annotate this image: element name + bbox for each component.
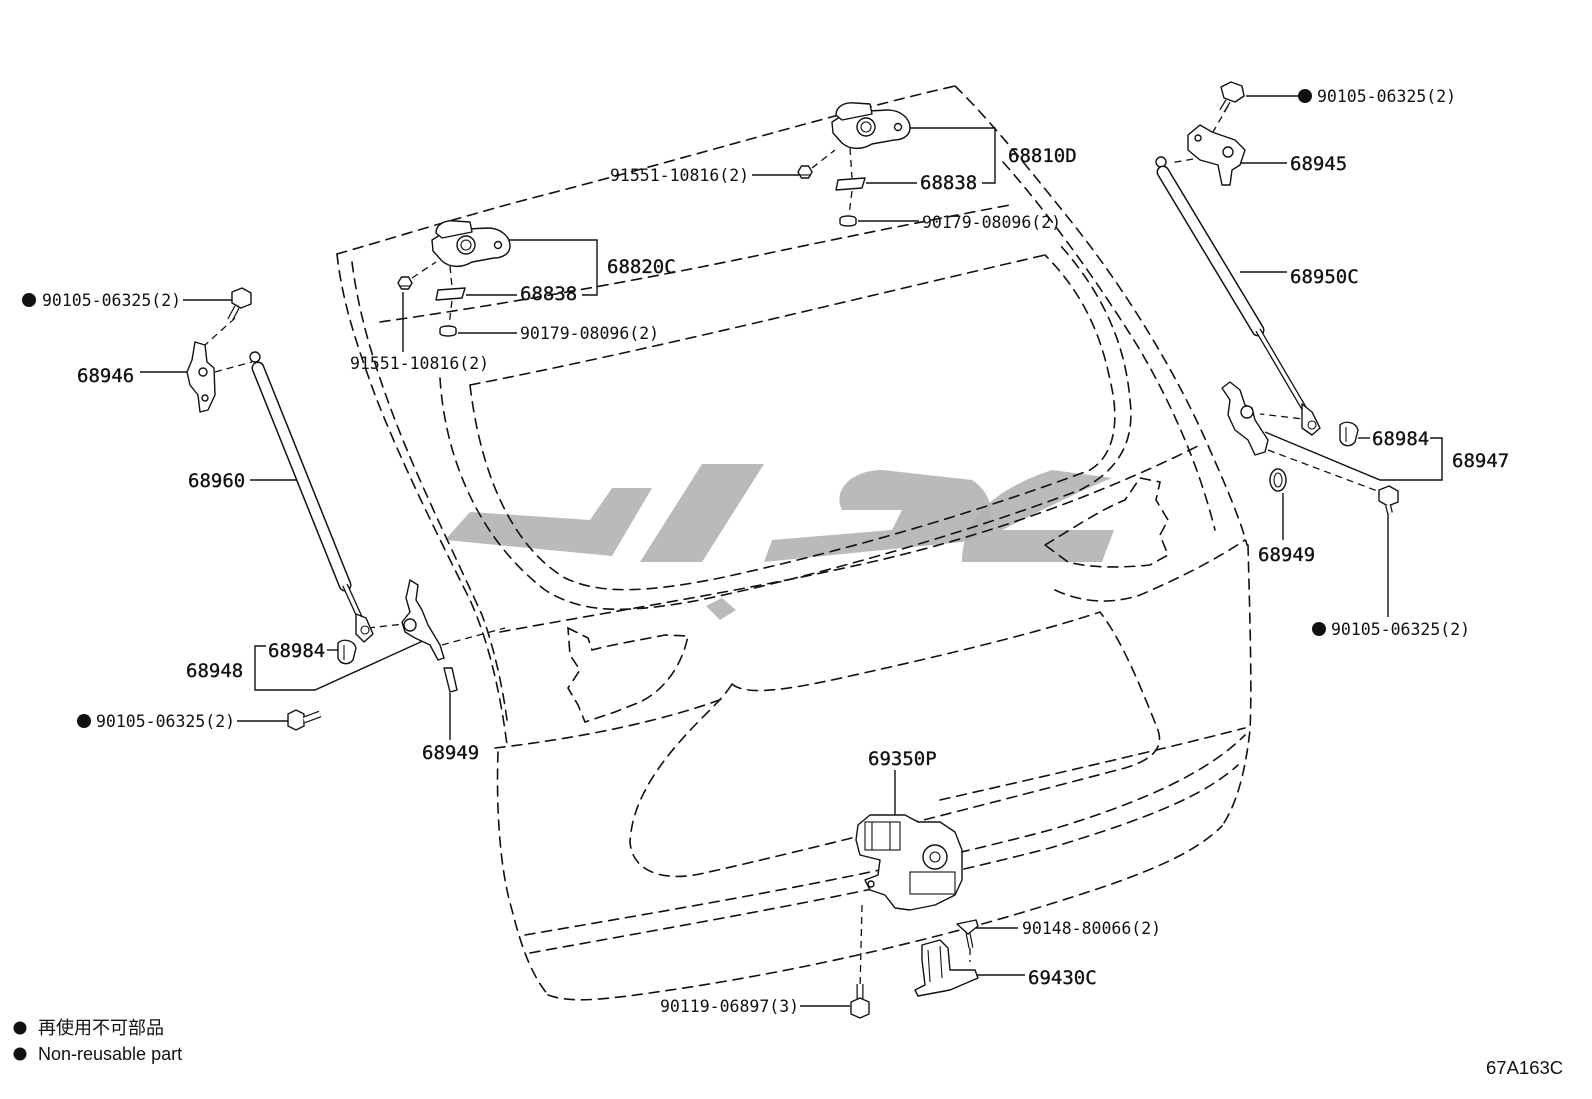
grommet-lh <box>443 667 458 693</box>
bracket-lower-lh <box>401 579 445 661</box>
legend: 再使用不可部品 Non-reusable part <box>13 1018 182 1064</box>
legend-japanese: 再使用不可部品 <box>38 1018 164 1038</box>
label-bracket-lower-rh: 68947 <box>1452 450 1509 472</box>
legend-bullet <box>13 1047 27 1061</box>
label-bolt-lower-rh: 90105-06325(2) <box>1331 620 1470 639</box>
hinge-lower <box>431 220 511 268</box>
label-cap-rh: 68984 <box>1372 428 1429 450</box>
lock-assembly <box>855 814 963 911</box>
label-bracket-lower-lh: 68948 <box>186 660 243 682</box>
label-shim-lower: 68838 <box>520 283 577 305</box>
label-stay-lh: 68960 <box>188 470 245 492</box>
label-lock-assembly: 69350P <box>868 748 937 770</box>
label-bolt-lower-lh: 90105-06325(2) <box>96 712 235 731</box>
label-bolt-upper-lh: 90105-06325(2) <box>42 291 181 310</box>
stay-rh <box>1155 156 1321 436</box>
stay-lh <box>249 351 374 643</box>
label-hinge-lower: 68820C <box>607 256 676 278</box>
label-washer-upper: 90179-08096(2) <box>922 213 1061 232</box>
bracket-upper-lh <box>186 341 216 413</box>
bolt-top-rh <box>1219 81 1245 113</box>
washer-lower <box>439 325 457 337</box>
bracket-upper-rh <box>1187 124 1246 186</box>
non-reusable-marker <box>22 293 36 307</box>
back-door-outline <box>336 85 1252 1001</box>
label-nut-upper: 91551-10816(2) <box>610 166 749 185</box>
bolt-lower-rh <box>1378 485 1399 514</box>
label-nut-lower: 91551-10816(2) <box>350 354 489 373</box>
leader-lines <box>140 95 1443 1007</box>
label-bolt-top-rh: 90105-06325(2) <box>1317 87 1456 106</box>
label-cap-lh: 68984 <box>268 640 325 662</box>
grommet-rh <box>1269 468 1287 492</box>
non-reusable-marker <box>77 714 91 728</box>
hinge-upper <box>831 102 911 150</box>
label-grommet-rh: 68949 <box>1258 544 1315 566</box>
striker <box>914 939 979 997</box>
cap-lh <box>337 639 357 665</box>
nut-upper <box>797 165 813 179</box>
label-bracket-upper-rh: 68945 <box>1290 153 1347 175</box>
part-labels: 90105-06325(2) 68945 68950C 68810D 91551… <box>42 87 1509 1016</box>
legend-english: Non-reusable part <box>38 1044 182 1064</box>
legend-bullet <box>13 1021 27 1035</box>
label-shim-upper: 68838 <box>920 172 977 194</box>
watermark-logo <box>445 464 1114 620</box>
label-grommet-lh: 68949 <box>422 742 479 764</box>
label-bolt-lock: 90119-06897(3) <box>660 997 799 1016</box>
shim-lower <box>435 287 466 301</box>
screw-striker <box>956 919 979 949</box>
bolt-lock <box>850 984 870 1019</box>
shim-upper <box>835 177 866 191</box>
nut-lower <box>397 276 413 290</box>
label-stay-rh: 68950C <box>1290 266 1359 288</box>
cap-rh <box>1339 421 1359 447</box>
figure-code: 67A163C <box>1486 1057 1563 1078</box>
label-screw-striker: 90148-80066(2) <box>1022 919 1161 938</box>
label-bracket-upper-lh: 68946 <box>77 365 134 387</box>
label-striker: 69430C <box>1028 967 1097 989</box>
non-reusable-marker <box>1312 622 1326 636</box>
washer-upper <box>839 215 857 227</box>
label-hinge-upper: 68810D <box>1008 145 1077 167</box>
bolt-lower-lh <box>287 709 322 731</box>
label-washer-lower: 90179-08096(2) <box>520 324 659 343</box>
non-reusable-marker <box>1298 89 1312 103</box>
bracket-lower-rh <box>1221 381 1269 456</box>
bolt-upper-lh <box>227 287 252 322</box>
